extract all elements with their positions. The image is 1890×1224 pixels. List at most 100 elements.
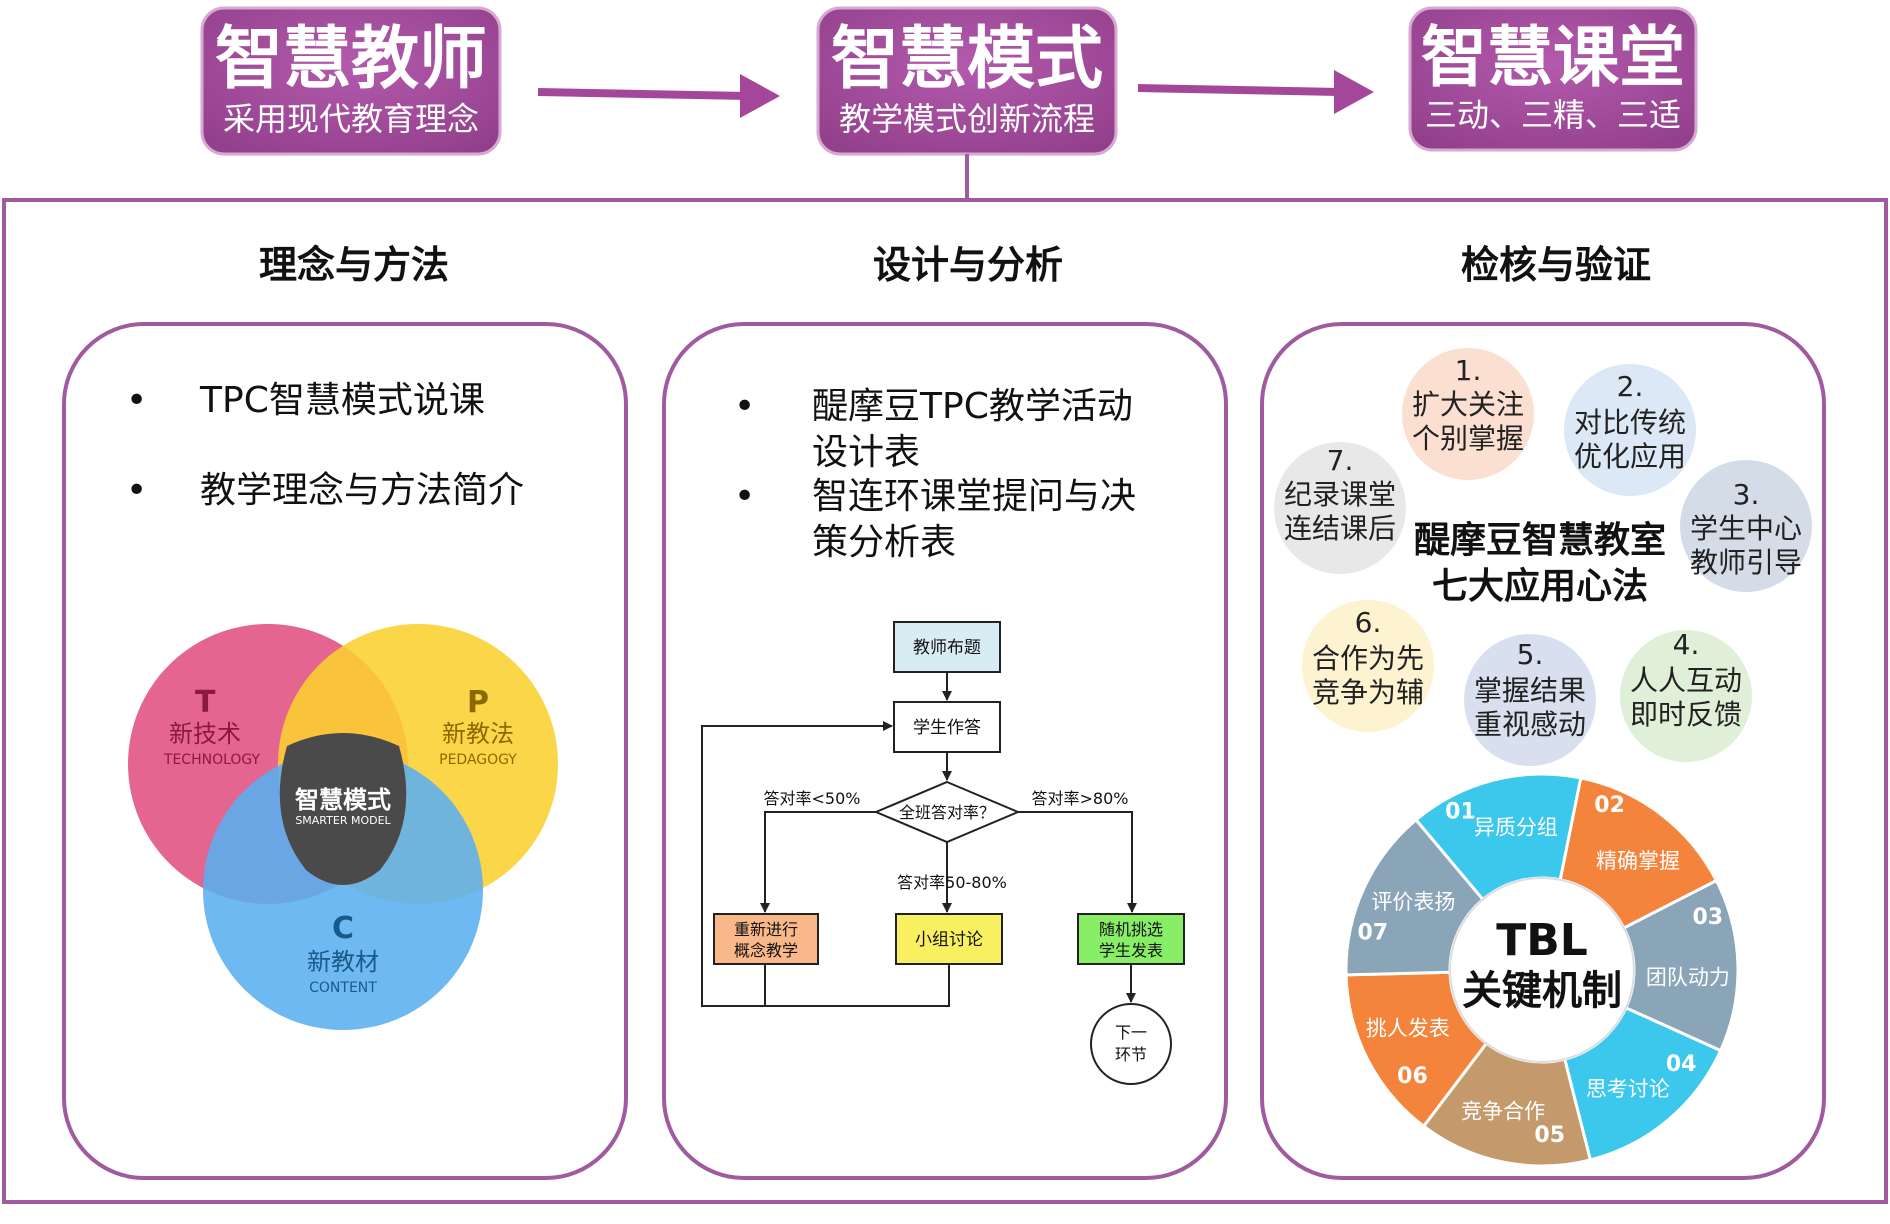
seven-methods: 1. 扩大关注 个别掌握 2. 对比传统 优化应用 3. 学生中心 教师引导 4…	[1274, 348, 1812, 766]
header-box-subtitle: 教学模式创新流程	[839, 100, 1095, 138]
method-line: 对比传统	[1574, 406, 1686, 439]
panel-design-analysis	[662, 322, 1228, 1180]
header-box-title: 智慧模式	[831, 19, 1103, 99]
panel-check-verify	[1260, 322, 1826, 1180]
method-bubble-5: 5. 掌握结果 重视感动	[1464, 634, 1596, 766]
method-line: 连结课后	[1284, 512, 1396, 545]
venn-sub-t: TECHNOLOGY	[163, 752, 261, 768]
header-box-smart-teacher: 智慧教师 采用现代教育理念	[200, 6, 502, 156]
header-box-subtitle: 采用现代教育理念	[223, 100, 479, 138]
venn-circle-content	[203, 750, 483, 1030]
seven-methods-title-line: 醍摩豆智慧教室	[1414, 520, 1666, 561]
tbl-segment-num: 03	[1692, 905, 1723, 930]
method-num: 3.	[1733, 478, 1760, 511]
bullet-dot: •	[126, 380, 147, 421]
tbl-wheel: 01异质分组02精确掌握03团队动力04思考讨论05竞争合作06挑人发表07评价…	[1344, 772, 1740, 1168]
venn-label-p: 新教法	[442, 720, 514, 748]
tbl-center-line: 关键机制	[1462, 968, 1622, 1014]
tbl-center-line: TBL	[1496, 915, 1588, 966]
venn-center-overlap	[279, 733, 407, 885]
bullet-dot: •	[126, 470, 147, 511]
venn-label-c: 新教材	[307, 948, 379, 976]
tbl-segment-label: 思考讨论	[1586, 1077, 1670, 1101]
method-line: 重视感动	[1474, 708, 1586, 741]
method-num: 2.	[1617, 370, 1644, 403]
method-num: 1.	[1455, 354, 1482, 387]
tbl-segment-label: 竞争合作	[1461, 1100, 1545, 1124]
venn-sub-p: PEDAGOGY	[439, 752, 517, 768]
method-line: 学生中心	[1690, 512, 1802, 545]
flow-edge-right-label: 答对率>80%	[1032, 789, 1129, 808]
bullet-text: TPC智慧模式说课	[199, 380, 485, 421]
flow-node-random-line: 随机挑选	[1099, 920, 1163, 939]
flow-node-reteach-line: 重新进行	[734, 920, 798, 939]
tbl-segment-label: 团队动力	[1646, 966, 1730, 990]
header-box-smart-classroom: 智慧课堂 三动、三精、三适	[1408, 6, 1698, 152]
bullet-text-line: 醍摩豆TPC教学活动	[812, 386, 1133, 427]
bullet-text-line: 策分析表	[812, 522, 956, 563]
method-line: 扩大关注	[1412, 388, 1524, 421]
venn-sub-c: CONTENT	[309, 980, 377, 996]
method-line: 竞争为辅	[1312, 676, 1424, 709]
method-line: 个别掌握	[1412, 422, 1524, 455]
flow-node-random	[1077, 913, 1185, 965]
flow-node-next-line: 环节	[1115, 1045, 1147, 1064]
header-box-subtitle: 三动、三精、三适	[1425, 96, 1681, 134]
tbl-segment-label: 评价表扬	[1371, 890, 1455, 914]
tbl-segment-num: 04	[1666, 1052, 1697, 1077]
tbl-segment-label: 挑人发表	[1366, 1016, 1450, 1040]
bullet-text: 教学理念与方法简介	[200, 470, 524, 511]
bullet-list-design-analysis: • 醍摩豆TPC教学活动 设计表 • 智连环课堂提问与决 策分析表	[734, 386, 1136, 563]
tbl-segment-num: 06	[1397, 1064, 1428, 1089]
header-box-title: 智慧教师	[215, 19, 487, 99]
flowchart: 教师布题 学生作答 全班答对率？ 答对率<50% 答对率>80% 答对率50-8…	[701, 621, 1185, 1085]
venn-letter-c: C	[332, 911, 354, 946]
flow-node-next	[1090, 1003, 1172, 1085]
venn-letter-p: P	[467, 685, 489, 720]
flow-edge-left	[760, 811, 876, 913]
flow-node-reteach	[713, 913, 819, 965]
header-box-title: 智慧课堂	[1421, 18, 1685, 96]
header-box-smart-model: 智慧模式 教学模式创新流程	[816, 6, 1118, 156]
flow-node-answer	[893, 701, 1001, 753]
section-heading-check-verify: 检核与验证	[1461, 243, 1651, 287]
bullet-text-line: 设计表	[812, 432, 920, 473]
venn-center-sub: SMARTER MODEL	[295, 814, 391, 827]
method-bubble-1: 1. 扩大关注 个别掌握	[1402, 348, 1534, 480]
tbl-segment-num: 05	[1534, 1123, 1565, 1148]
venn-center-label: 智慧模式	[295, 786, 391, 814]
method-num: 6.	[1355, 606, 1382, 639]
venn-diagram: T 新技术 TECHNOLOGY P 新教法 PEDAGOGY C 新教材 CO…	[128, 624, 558, 1030]
tbl-segment-num: 01	[1445, 800, 1476, 825]
tbl-segment-num: 02	[1594, 793, 1625, 818]
flow-node-next-line: 下一	[1115, 1023, 1147, 1042]
method-bubble-2: 2. 对比传统 优化应用	[1564, 364, 1696, 496]
method-line: 纪录课堂	[1284, 478, 1396, 511]
method-line: 优化应用	[1574, 440, 1686, 473]
method-bubble-4: 4. 人人互动 即时反馈	[1620, 628, 1752, 762]
flow-edge-left-label: 答对率<50%	[764, 789, 861, 808]
tbl-segment-num: 07	[1357, 920, 1388, 945]
flow-node-decision-label: 全班答对率？	[899, 803, 995, 822]
method-line: 即时反馈	[1630, 698, 1742, 731]
tbl-segments: 01异质分组02精确掌握03团队动力04思考讨论05竞争合作06挑人发表07评价…	[1344, 772, 1740, 1168]
header-arrow-2	[1137, 70, 1374, 114]
method-line: 教师引导	[1690, 546, 1802, 579]
flow-edge-loop	[701, 721, 893, 1007]
flow-node-answer-label: 学生作答	[913, 718, 981, 738]
method-line: 人人互动	[1630, 664, 1742, 697]
flow-node-random-line: 学生发表	[1099, 941, 1163, 960]
method-line: 掌握结果	[1474, 674, 1586, 707]
flow-node-start-label: 教师布题	[913, 638, 981, 658]
method-bubble-6: 6. 合作为先 竞争为辅	[1302, 600, 1434, 732]
header-arrow-1	[537, 74, 780, 118]
section-heading-design-analysis: 设计与分析	[873, 243, 1063, 287]
flow-node-reteach-line: 概念教学	[734, 941, 798, 960]
method-line: 合作为先	[1312, 642, 1424, 675]
panel-concept-method	[62, 322, 628, 1180]
method-num: 7.	[1327, 444, 1354, 477]
bullet-dot: •	[734, 476, 755, 517]
venn-letter-t: T	[195, 685, 216, 720]
flow-edge-loop-group	[765, 964, 950, 1007]
venn-label-t: 新技术	[169, 720, 241, 748]
